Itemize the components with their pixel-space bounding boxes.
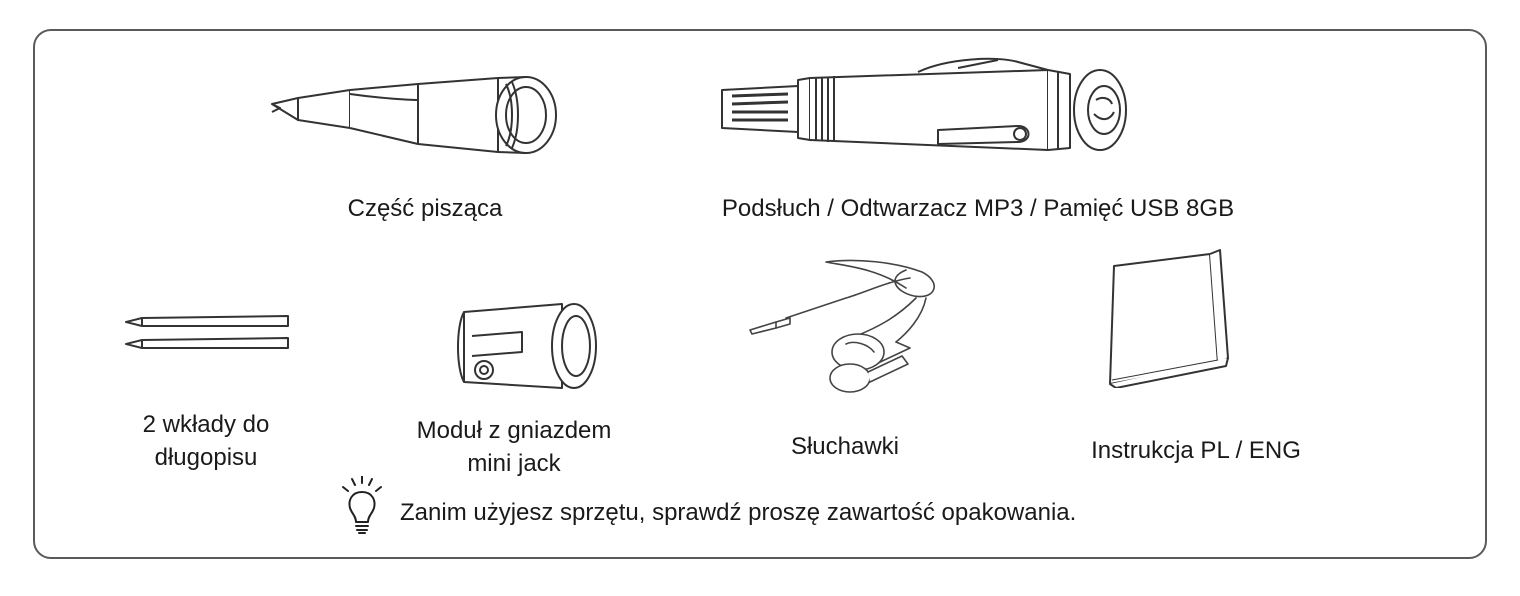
earphones-icon bbox=[746, 248, 952, 396]
refills-label-line2: długopisu bbox=[154, 444, 258, 471]
recorder-label: Podsłuch / Odtwarzacz MP3 / Pamięć USB 8… bbox=[721, 195, 1235, 222]
writing-part-label: Część pisząca bbox=[347, 195, 503, 222]
jack-module-label: Moduł z gniazdem mini jack bbox=[388, 414, 640, 480]
refills-label-line1: 2 wkłady do bbox=[142, 411, 270, 438]
pen-tip-icon bbox=[268, 70, 560, 160]
tip-row: Zanim użyjesz sprzętu, sprawdź proszę za… bbox=[338, 476, 1076, 536]
lightbulb-icon bbox=[338, 476, 386, 536]
tip-text: Zanim użyjesz sprzętu, sprawdź proszę za… bbox=[400, 499, 1077, 526]
refills-label: 2 wkłady do długopisu bbox=[96, 408, 316, 474]
package-contents-frame bbox=[33, 29, 1487, 559]
manual-booklet-icon bbox=[1102, 246, 1232, 388]
earphones-label: Słuchawki bbox=[790, 433, 900, 460]
jack-module-label-line1: Moduł z gniazdem bbox=[416, 417, 612, 444]
usb-recorder-pen-icon bbox=[718, 52, 1140, 170]
manual-label: Instrukcja PL / ENG bbox=[1091, 437, 1301, 464]
mini-jack-module-icon bbox=[452, 296, 600, 396]
jack-module-label-line2: mini jack bbox=[467, 450, 561, 477]
pen-refills-icon bbox=[122, 308, 294, 358]
